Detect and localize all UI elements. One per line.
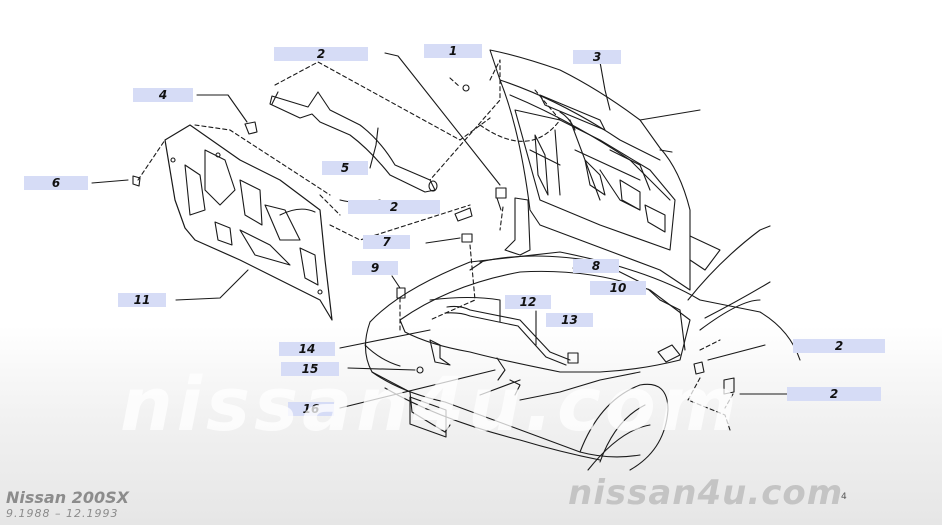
engine-bay-outline	[399, 270, 691, 373]
callout-9: 9	[352, 261, 398, 275]
callout-2-top: 2	[274, 47, 368, 61]
hood-stay-rod	[269, 91, 436, 193]
brand-logo-text: nissan4u.com	[568, 473, 844, 513]
leader-14	[339, 329, 431, 349]
nut-7	[461, 233, 473, 243]
leader-10	[647, 288, 661, 301]
production-period: 9.1988 – 12.1993	[6, 507, 119, 520]
grommet-9	[396, 287, 406, 299]
callout-2-right-a: 2	[793, 339, 885, 353]
leader-3	[599, 61, 611, 111]
hood-inner-frame	[514, 109, 676, 251]
hood-insulator	[164, 124, 333, 321]
leader-7	[425, 237, 461, 244]
callout-14: 14	[279, 342, 335, 356]
leader-2-right-a	[707, 344, 766, 361]
callout-16: 16	[288, 402, 334, 416]
fender-outline	[579, 383, 669, 471]
callout-1: 1	[424, 44, 482, 58]
windshield-outline	[687, 225, 771, 301]
callout-2-right-b: 2	[787, 387, 881, 401]
bolt-6	[132, 175, 141, 187]
leader-2-top	[384, 52, 501, 186]
wheel-arch	[587, 424, 651, 471]
model-name: Nissan 200SX	[6, 488, 129, 507]
leader-4	[196, 94, 248, 123]
callout-8: 8	[573, 259, 619, 273]
bolt-2	[454, 207, 473, 222]
bolt-2-right-a	[693, 361, 705, 375]
callout-6: 6	[24, 176, 88, 190]
license-plate	[409, 396, 447, 438]
bolt-2-right-b	[723, 377, 735, 395]
leader-11	[175, 269, 249, 301]
watermark-text: nissan4u.com	[120, 362, 741, 448]
hood-panel	[489, 49, 691, 291]
lock-control-rod	[446, 305, 571, 361]
page-mark: 4	[841, 492, 847, 502]
car-body-outline	[369, 251, 801, 361]
callout-13: 13	[546, 313, 593, 327]
callout-12: 12	[505, 295, 551, 309]
callout-3: 3	[573, 50, 621, 64]
clip-1	[462, 84, 470, 92]
callout-11: 11	[118, 293, 166, 307]
callout-5: 5	[322, 161, 368, 175]
callout-2-mid: 2	[348, 200, 440, 214]
callout-4: 4	[133, 88, 193, 102]
leader-16	[339, 369, 496, 409]
bolt-4	[244, 121, 258, 135]
leader-15	[347, 367, 416, 371]
leader-6	[91, 179, 129, 184]
callout-15: 15	[281, 362, 339, 376]
clip-13	[567, 352, 579, 364]
bumper-outline	[364, 321, 641, 458]
callout-7: 7	[363, 235, 410, 249]
leader-9	[391, 275, 401, 289]
callout-10: 10	[590, 281, 646, 295]
leader-5	[369, 127, 379, 169]
hinge-bracket-left	[504, 197, 531, 256]
